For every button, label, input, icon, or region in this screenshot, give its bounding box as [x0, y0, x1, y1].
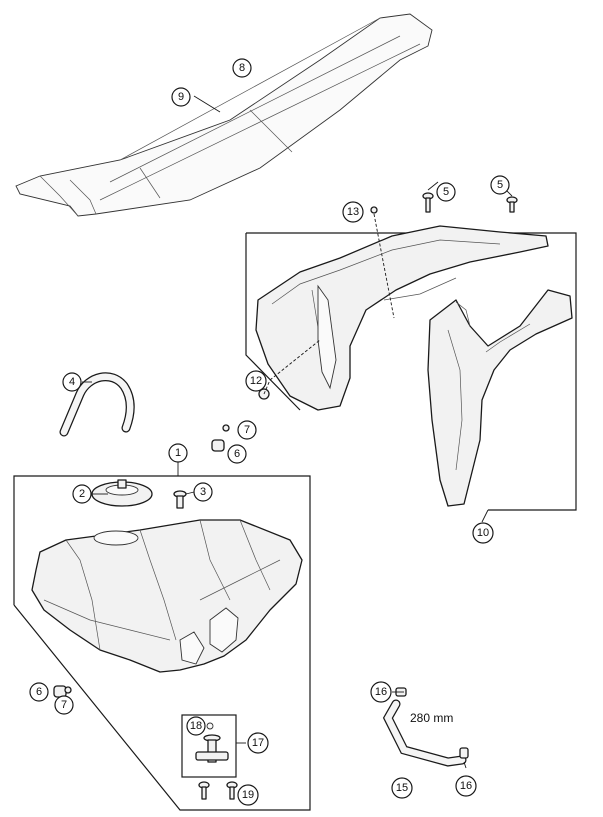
side-cover-left	[255, 225, 549, 411]
svg-text:19: 19	[242, 789, 254, 801]
callout-16b: 16	[455, 775, 477, 797]
svg-text:5: 5	[497, 179, 503, 191]
fasteners-5	[422, 192, 518, 213]
callout-8: 8	[232, 58, 252, 78]
callout-5a: 5	[436, 182, 456, 202]
side-cover-right	[427, 289, 573, 507]
callout-19: 19	[237, 784, 259, 806]
callout-17: 17	[247, 732, 269, 754]
fuel-tank-frame	[13, 475, 311, 811]
svg-text:6: 6	[234, 448, 240, 460]
svg-text:3: 3	[200, 486, 206, 498]
callout-15: 15	[391, 777, 413, 799]
callout-9: 9	[171, 87, 191, 107]
fuel-cap	[91, 479, 153, 507]
callout-7a: 7	[237, 420, 257, 440]
fuel-tank	[31, 519, 303, 673]
svg-text:13: 13	[347, 206, 359, 218]
callout-10: 10	[472, 522, 494, 544]
svg-text:9: 9	[178, 91, 184, 103]
seat	[15, 13, 433, 217]
svg-text:12: 12	[250, 375, 262, 387]
callout-1: 1	[168, 443, 188, 463]
svg-text:7: 7	[61, 699, 67, 711]
svg-text:16: 16	[460, 780, 472, 792]
callout-3: 3	[193, 482, 213, 502]
callout-6b: 6	[29, 682, 49, 702]
svg-text:7: 7	[244, 424, 250, 436]
svg-text:17: 17	[252, 737, 264, 749]
callout-16a: 16	[370, 681, 392, 703]
vent-hose	[59, 372, 135, 437]
leader-lines	[82, 95, 513, 769]
svg-text:18: 18	[190, 720, 202, 732]
svg-text:2: 2	[79, 488, 85, 500]
rubber-bushing-lower	[53, 685, 72, 698]
fuel-tap-assembly	[181, 714, 237, 778]
callout-6a: 6	[227, 444, 247, 464]
hose-length-label: 280 mm	[410, 711, 453, 725]
svg-text:8: 8	[239, 62, 245, 74]
screw-13	[370, 206, 395, 319]
callout-2: 2	[72, 484, 92, 504]
svg-text:15: 15	[396, 782, 408, 794]
callout-12: 12	[245, 370, 267, 392]
rubber-bushing-upper	[211, 424, 230, 452]
screws-19	[198, 781, 238, 800]
svg-text:16: 16	[375, 686, 387, 698]
svg-text:1: 1	[175, 447, 181, 459]
callout-5b: 5	[490, 175, 510, 195]
vent-screw	[173, 490, 187, 509]
svg-text:10: 10	[477, 527, 489, 539]
svg-text:5: 5	[443, 186, 449, 198]
svg-text:6: 6	[36, 686, 42, 698]
callout-13: 13	[342, 201, 364, 223]
fuel-hose	[382, 687, 469, 767]
callout-7b: 7	[54, 695, 74, 715]
svg-text:4: 4	[69, 376, 75, 388]
callout-18: 18	[186, 716, 206, 736]
callout-4: 4	[62, 372, 82, 392]
